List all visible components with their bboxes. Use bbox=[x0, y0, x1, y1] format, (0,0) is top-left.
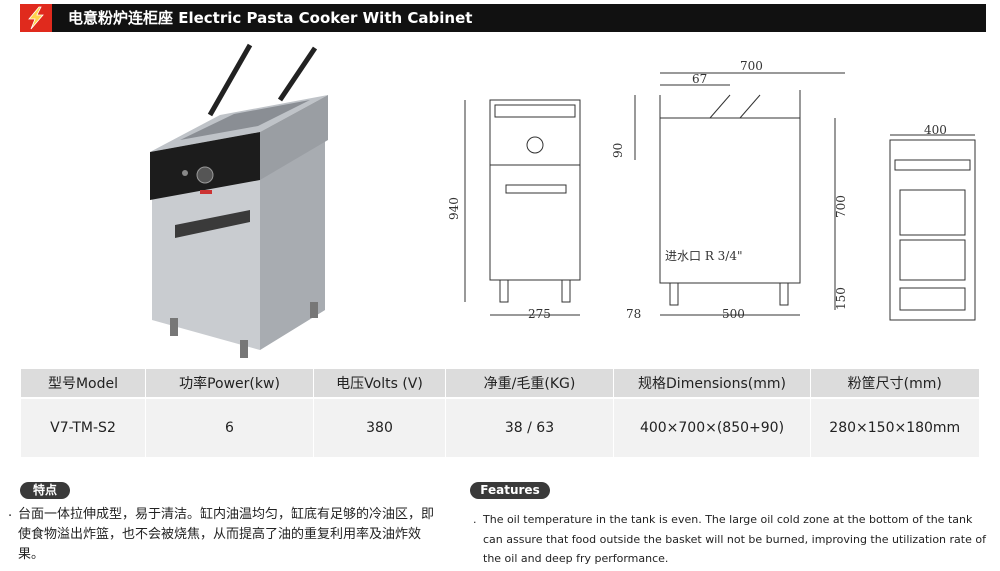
dim-150: 150 bbox=[834, 287, 848, 310]
header-power: 功率Power(kw) bbox=[145, 369, 314, 398]
dim-90: 90 bbox=[611, 143, 625, 158]
table-row: V7-TM-S2 6 380 38 / 63 400×700×(850+90) … bbox=[20, 397, 979, 457]
page-title: 电意粉炉连柜座 Electric Pasta Cooker With Cabin… bbox=[68, 9, 473, 27]
cell-dimensions: 400×700×(850+90) bbox=[613, 397, 811, 457]
technical-drawing: 700 67 90 940 700 150 275 78 500 400 进水口… bbox=[447, 59, 976, 321]
header-volts: 电压Volts (V) bbox=[313, 369, 446, 398]
header-basket-size: 粉筐尺寸(mm) bbox=[810, 369, 979, 398]
features-zh-text: · 台面一体拉伸成型，易于清洁。缸内油温均匀，缸底有足够的冷油区，即使食物溢出炸… bbox=[8, 505, 443, 565]
header-model: 型号Model bbox=[20, 369, 146, 398]
table-header-row: 型号Model 功率Power(kw) 电压Volts (V) 净重/毛重(KG… bbox=[20, 369, 979, 398]
dim-400: 400 bbox=[924, 123, 947, 137]
header-weight: 净重/毛重(KG) bbox=[445, 369, 614, 398]
dim-700-side: 700 bbox=[834, 195, 848, 218]
dim-700-top: 700 bbox=[740, 59, 763, 73]
dim-275: 275 bbox=[528, 307, 551, 321]
features-zh-body: 台面一体拉伸成型，易于清洁。缸内油温均匀，缸底有足够的冷油区，即使食物溢出炸篮，… bbox=[18, 507, 435, 562]
header-dimensions: 规格Dimensions(mm) bbox=[613, 369, 811, 398]
spec-table: 型号Model 功率Power(kw) 电压Volts (V) 净重/毛重(KG… bbox=[20, 369, 979, 457]
features-zh-badge: 特点 bbox=[20, 482, 70, 499]
features-en-text: · The oil temperature in the tank is eve… bbox=[473, 510, 988, 569]
bullet-marker: · bbox=[473, 516, 477, 529]
brand-logo bbox=[20, 4, 52, 32]
water-inlet-label: 进水口 R 3/4" bbox=[665, 249, 743, 263]
dim-78: 78 bbox=[626, 307, 641, 321]
dim-940: 940 bbox=[447, 197, 461, 220]
cell-basket-size: 280×150×180mm bbox=[810, 397, 979, 457]
cell-model: V7-TM-S2 bbox=[20, 397, 146, 457]
features-en-badge: Features bbox=[470, 482, 550, 499]
product-photo bbox=[150, 43, 328, 358]
lightning-icon bbox=[28, 6, 44, 30]
cell-volts: 380 bbox=[313, 397, 446, 457]
cell-power: 6 bbox=[145, 397, 314, 457]
dim-500: 500 bbox=[722, 307, 745, 321]
bullet-marker: · bbox=[8, 509, 13, 524]
dim-67: 67 bbox=[692, 72, 707, 86]
cell-weight: 38 / 63 bbox=[445, 397, 614, 457]
header-bar: 电意粉炉连柜座 Electric Pasta Cooker With Cabin… bbox=[20, 4, 986, 32]
features-en-body: The oil temperature in the tank is even.… bbox=[483, 513, 986, 565]
